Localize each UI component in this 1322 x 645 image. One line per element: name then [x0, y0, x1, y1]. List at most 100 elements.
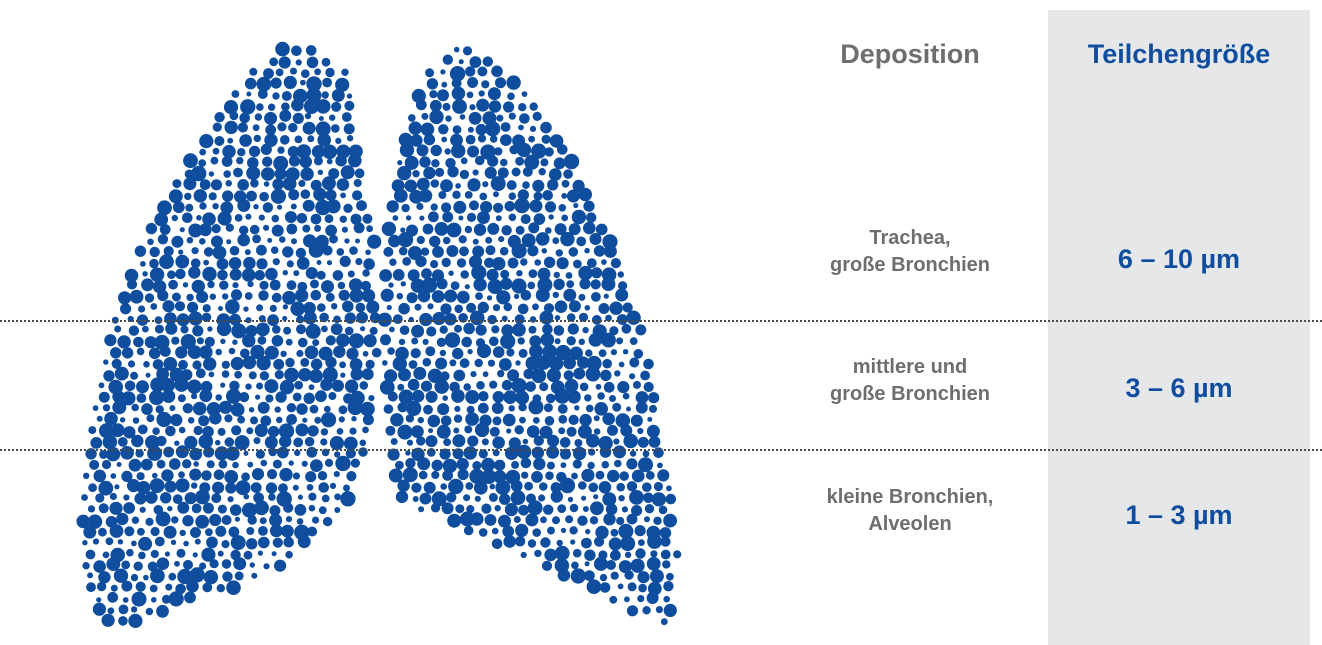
lung-dot: [469, 112, 482, 125]
lung-dot: [559, 204, 567, 212]
lung-dot: [218, 306, 223, 311]
lung-dot: [328, 392, 336, 400]
lung-dot: [221, 540, 229, 548]
lung-dot: [467, 178, 480, 191]
lung-dot: [256, 103, 264, 111]
lung-dot: [539, 382, 548, 391]
lung-dot: [127, 279, 137, 289]
lung-dot: [245, 214, 251, 220]
lung-dot: [476, 99, 489, 112]
lung-dot: [152, 473, 158, 479]
lungs-illustration: [0, 0, 720, 645]
lung-dot: [340, 193, 346, 199]
lung-dot: [160, 492, 171, 503]
lung-dot: [146, 373, 151, 378]
lung-dot: [316, 99, 331, 114]
lung-dot: [199, 434, 214, 449]
lung-dot: [189, 469, 201, 481]
lung-dot: [492, 539, 503, 550]
lung-dot: [521, 472, 528, 479]
lung-dot: [293, 472, 300, 479]
lung-dot: [578, 266, 592, 280]
lung-dot: [457, 258, 466, 267]
lung-dot: [610, 550, 621, 561]
lung-dot: [397, 425, 412, 440]
lung-dot: [465, 226, 472, 233]
lung-dot: [519, 417, 526, 424]
lung-dot: [151, 527, 160, 536]
lung-dot: [107, 592, 118, 603]
lung-dot: [533, 458, 545, 470]
lung-dot: [613, 438, 619, 444]
lung-dot: [303, 122, 316, 135]
lung-dot: [487, 295, 492, 300]
lung-dot: [453, 125, 462, 134]
lung-dot: [499, 358, 512, 371]
lung-dot: [487, 223, 499, 235]
lung-dot: [463, 323, 475, 335]
lung-dot: [129, 326, 139, 336]
lung-dot: [187, 237, 194, 244]
lung-dot: [584, 248, 590, 254]
lung-dot: [461, 157, 468, 164]
lung-dot: [272, 335, 284, 347]
lung-dot: [340, 256, 351, 267]
lung-dot: [385, 426, 395, 436]
lung-dot: [123, 597, 129, 603]
lung-dot: [83, 526, 96, 539]
lung-dot: [544, 403, 553, 412]
lung-dot: [142, 271, 147, 276]
lung-dot: [423, 224, 434, 235]
lung-dot: [172, 179, 181, 188]
lung-dot: [219, 460, 228, 469]
lung-dot: [347, 135, 353, 141]
lung-dot: [183, 560, 193, 570]
lung-dot: [470, 512, 484, 526]
lung-dot: [529, 326, 537, 334]
lung-dot: [253, 124, 260, 131]
lung-dot: [185, 204, 193, 212]
lung-dot: [497, 370, 504, 377]
lung-dot: [589, 483, 599, 493]
lung-dot: [258, 89, 268, 99]
lung-dot: [267, 469, 277, 479]
lung-dot: [397, 402, 407, 412]
lung-dot: [335, 155, 347, 167]
lung-dot: [232, 340, 237, 345]
lung-dot: [235, 571, 244, 580]
lung-dot: [103, 359, 108, 364]
lung-dot: [474, 481, 488, 495]
lung-dot: [539, 168, 546, 175]
lung-dot: [635, 548, 645, 558]
lung-dot: [545, 201, 556, 212]
lung-dot: [432, 290, 445, 303]
lung-dot: [309, 384, 315, 390]
lung-dot: [581, 469, 594, 482]
lung-dot: [599, 349, 607, 357]
lung-dot: [321, 412, 336, 427]
lung-dot: [459, 246, 469, 256]
lung-dot: [616, 517, 624, 525]
lung-dot: [244, 451, 249, 456]
lung-dot: [156, 436, 166, 446]
lung-dot: [501, 225, 511, 235]
lung-dot: [134, 493, 146, 505]
lung-dot: [493, 191, 499, 197]
lung-dot: [547, 435, 559, 447]
lung-dot: [565, 515, 573, 523]
lung-dot: [383, 247, 393, 257]
lung-dot: [343, 485, 350, 492]
lung-dot: [245, 78, 257, 90]
lung-dot: [149, 390, 164, 405]
lung-dot: [318, 471, 327, 480]
lung-dot: [571, 473, 578, 480]
lung-dot: [133, 417, 140, 424]
lung-dot: [286, 414, 297, 425]
lung-dot: [209, 514, 221, 526]
lung-dot: [239, 113, 250, 124]
lung-dot: [227, 138, 233, 144]
lung-dot: [140, 261, 146, 267]
lung-dot: [521, 552, 527, 558]
lung-dot: [389, 259, 396, 266]
lung-dot: [256, 356, 270, 370]
